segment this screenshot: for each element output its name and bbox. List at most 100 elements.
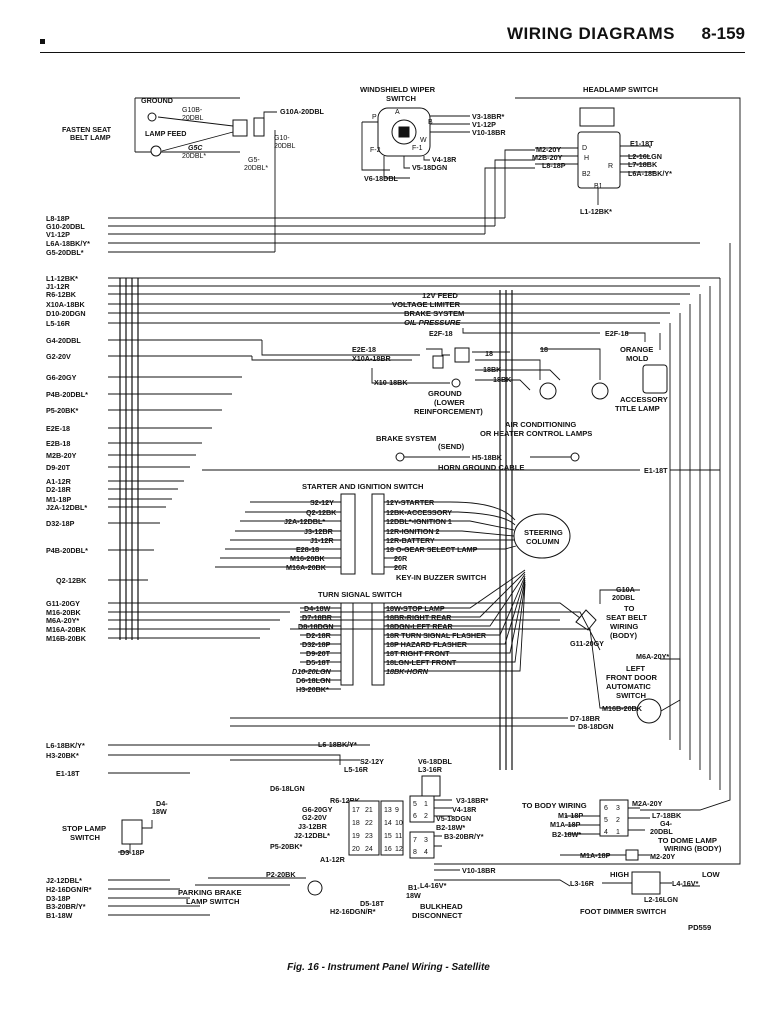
ign-20r-a: 20R [394,554,408,563]
ac-lamp-1-icon [539,382,557,400]
label-column: COLUMN [526,537,559,546]
ign-j2a-12dbl: J2A-12DBL* [284,517,325,526]
edge-e1-18t: E1-18T [56,769,80,778]
label-wiper-switch-1: WINDSHIELD WIPER [360,85,436,94]
ts-d8-18dgn: D8-18DGN [298,622,334,631]
lc-v3-18br: V3-18BR* [456,796,489,805]
edge-d9-20t: D9-20T [46,463,71,472]
ts-d2-18r: D2-18R [306,631,332,640]
ts-18p-hazard: 18P HAZARD FLASHER [386,640,468,649]
edge-l1-12bk: L1-12BK* [46,274,78,283]
lc-d4-18w: 18W [152,807,167,816]
pin-f1: F-1 [412,145,423,152]
edge-j2-12dbl: J2-12DBL* [46,876,82,885]
label-heater-control: OR HEATER CONTROL LAMPS [480,429,592,438]
bc-5: 5 [604,817,608,824]
lc-g6-20gy: G6-20GY [302,805,333,814]
rs-d8-18dgn: D8-18DGN [578,722,614,731]
ign-s2-12y: S2-12Y [310,498,334,507]
wire-e2f-18-a: E2F-18 [429,329,453,338]
header-title: WIRING DIAGRAMS [506,24,675,43]
wire-g5-2: 20DBL* [244,165,268,172]
rs-d7-18br: D7-18BR [570,714,601,723]
cn-10: 10 [395,820,403,827]
ref-code: PD559 [688,923,711,932]
label-brake-system-send: BRAKE SYSTEM [376,434,436,443]
wire-e1-18t: E1-18T [630,139,654,148]
label-reinforcement: REINFORCEMENT) [414,407,483,416]
windshield-wiper-switch: WINDSHIELD WIPER SWITCH A P B F-2 W F-1 … [360,85,506,183]
fd-l3-16r: L3-16R [570,879,595,888]
label-lamp-switch: LAMP SWITCH [186,897,239,906]
wire-l1-12bk: L1-12BK* [580,207,612,216]
cn-18: 18 [352,820,360,827]
wire-x10-18bk: X10-18BK [374,378,408,387]
turn-signal-switch: TURN SIGNAL SWITCH D4-18W D7-18BR D8-18D… [292,569,526,694]
wire-v3-18br: V3-18BR* [472,112,505,121]
ign-m16a-20bk: M16A-20BK [286,563,327,572]
ts-d5-18t: D5-18T [306,658,331,667]
edge-p4b-20dbl: P4B-20DBL* [46,390,88,399]
wire-v1-12p: V1-12P [472,120,496,129]
ign-12r-ignition2: 12R-IGNITION 2 [386,527,440,536]
wire-g5: G5- [248,157,260,164]
label-mold: MOLD [626,354,649,363]
edge-x10a-18bk: X10A-18BK [46,300,86,309]
label-brake-system: BRAKE SYSTEM [404,309,464,318]
lc-p5-20bk: P5-20BK* [270,842,303,851]
edge-d2-18r: D2-18R [46,485,72,494]
edge-p4b-20dbl-2: P4B-20DBL* [46,546,88,555]
label-bulkhead: BULKHEAD [420,902,463,911]
label-to: TO [624,604,635,613]
edge-b1-18w: B1-18W [46,911,73,920]
ignition-left-connector-icon [340,493,356,575]
wire-e2f-18-b: E2F-18 [605,329,629,338]
wire-18-a: 18 [485,349,493,358]
wire-18-b: 18 [540,345,548,354]
edge-l6-18bk-y: L6-18BK/Y* [46,741,85,750]
wire-g10b-2: 20DBL [182,115,204,122]
edge-e2b-18: E2B-18 [46,439,70,448]
ts-18bk-horn: 18BK-HORN [386,667,429,676]
edge-h2-16dgn-r: H2-16DGN/R* [46,885,92,894]
wire-v6-18dbl: V6-18DBL [364,174,399,183]
edge-m16a-20bk: M16A-20BK [46,625,87,634]
label-disconnect: DISCONNECT [412,911,463,920]
edge-g6-20gy: G6-20GY [46,373,77,382]
pin-w: W [420,137,427,144]
edge-e2e-18: E2E-18 [46,424,70,433]
ts-d9-20t: D9-20T [306,649,331,658]
lc-b1-18w: 18W [406,891,421,900]
lc-j2-12dbl: J2-12DBL* [294,831,330,840]
edge-m16b-20bk: M16B-20BK [46,634,87,643]
label-title-lamp: TITLE LAMP [615,404,660,413]
rs-m6a-20y: M6A-20Y* [636,652,669,661]
label-ground-2: GROUND [428,389,462,398]
wire-g10: G10- [274,135,290,142]
lc-b1: B1- [408,883,420,892]
ign-e28-18: E28-18 [296,545,319,554]
wire-v4-18r: V4-18R [432,155,457,164]
fd-l2-16lgn: L2-16LGN [644,895,678,904]
pin-a: A [395,109,400,116]
wire-l6a-18bk-y: L6A-18BK/Y* [628,169,672,178]
cn-22: 22 [365,820,373,827]
edge-q2-12bk: Q2-12BK [56,576,87,585]
edge-d3-18p: D3-18P [46,894,71,903]
wire-v5-18dgn: V5-18DGN [412,163,447,172]
lc-v5-18dgn: V5-18DGN [436,814,471,823]
label-air-conditioning: AIR CONDITIONING [505,420,576,429]
label-ground: GROUND [141,96,173,105]
edge-g10-20dbl: G10-20DBL [46,222,85,231]
brake-system: BRAKE SYSTEM (SEND) H5-18BK HORN GROUND … [202,434,720,475]
wire-v10-18br: V10-18BR [472,128,506,137]
ts-d32-18p: D32-18P [302,640,331,649]
lc-b2-18w: B2-18W* [436,823,465,832]
wire-g5c: G5C [188,145,203,152]
stop-lamp-switch-icon [121,819,143,845]
label-steering: STEERING [524,528,563,537]
wire-g10b: G10B- [182,107,203,114]
wiper-motor-connector-icon [421,775,441,797]
pin-p: P [372,114,377,121]
wire-l8-18p: L8-18P [542,161,566,170]
